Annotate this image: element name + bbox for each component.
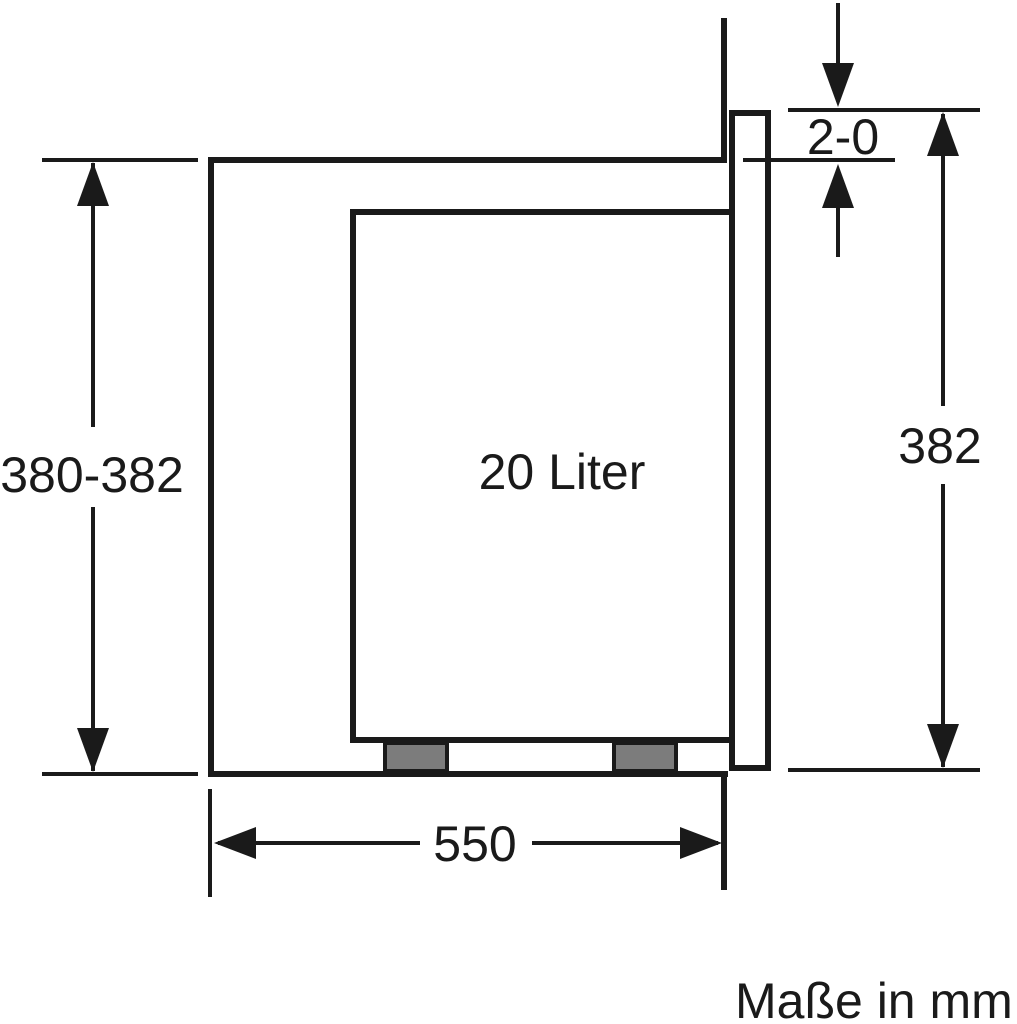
top-gap-label: 2-0 bbox=[807, 109, 879, 165]
arrowhead-left bbox=[214, 827, 256, 859]
arrowhead-up bbox=[822, 164, 854, 208]
dimension-niche-height: 380-382 bbox=[0, 158, 198, 776]
arrowhead-down bbox=[822, 63, 854, 107]
cabinet-front-wall-above-line bbox=[721, 18, 727, 163]
dimension-top-gap: 2-0 bbox=[743, 3, 895, 257]
niche-width-label: 550 bbox=[433, 816, 516, 872]
niche-height-label: 380-382 bbox=[0, 447, 184, 503]
niche-left-wall-line bbox=[208, 157, 214, 777]
microwave-left-line bbox=[350, 209, 356, 743]
front-height-label: 382 bbox=[898, 418, 981, 474]
microwave-bottom-line bbox=[350, 737, 735, 743]
microwave-foot-right bbox=[612, 741, 678, 773]
arrowhead-down bbox=[927, 724, 959, 768]
microwave-top-line bbox=[350, 209, 735, 215]
cabinet-front-wall-below-line bbox=[721, 771, 727, 890]
arrowhead-down bbox=[77, 728, 109, 772]
niche-top-line bbox=[208, 157, 727, 163]
microwave-body: 20 Liter bbox=[350, 110, 771, 773]
dimension-front-height: 382 bbox=[788, 108, 982, 772]
niche-bottom-line bbox=[208, 771, 728, 777]
cabinet-outline bbox=[208, 18, 728, 890]
microwave-foot-left bbox=[383, 741, 449, 773]
arrowhead-right bbox=[680, 827, 722, 859]
units-note: Maße in mm bbox=[735, 973, 1013, 1024]
arrowhead-up bbox=[927, 112, 959, 156]
microwave-front-panel bbox=[729, 110, 771, 771]
dimension-niche-width: 550 bbox=[208, 789, 722, 897]
capacity-label: 20 Liter bbox=[479, 444, 646, 500]
arrowhead-up bbox=[77, 162, 109, 206]
